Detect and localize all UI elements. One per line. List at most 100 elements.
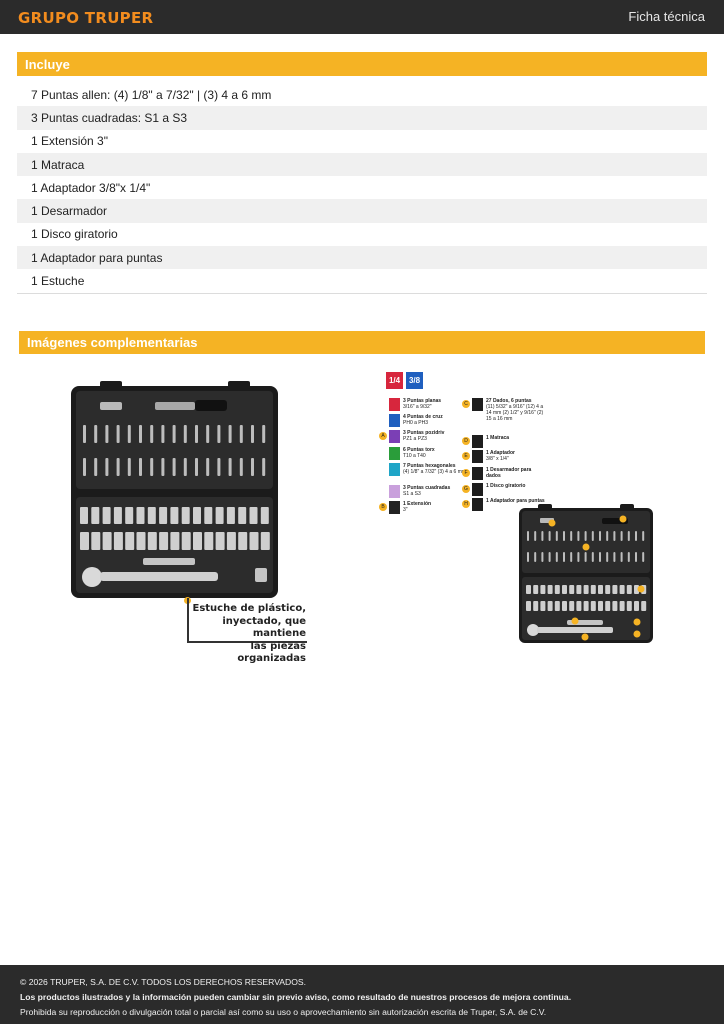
- tool-piece: [619, 585, 625, 594]
- tool-piece: [102, 532, 112, 550]
- tool-piece: [150, 425, 154, 443]
- incluye-item: 1 Matraca: [17, 152, 707, 177]
- document-type-label: Ficha técnica: [628, 9, 705, 24]
- tool-piece: [563, 552, 565, 562]
- tool-piece: [105, 425, 109, 443]
- tool-piece: [641, 601, 647, 611]
- footer-copyright: © 2026 TRUPER, S.A. DE C.V. TODOS LOS DE…: [20, 977, 307, 987]
- legend-title: 3 Puntas planas: [403, 398, 442, 404]
- tool-piece: [547, 601, 553, 611]
- tool-piece: [161, 458, 165, 476]
- brand-logo[interactable]: GRUPO TRUPER: [18, 9, 154, 27]
- tool-piece: [634, 585, 639, 594]
- legend-title: 3 Puntas cuadradas: [403, 485, 451, 491]
- incluye-item: 3 Puntas cuadradas: S1 a S3: [17, 106, 707, 130]
- callout-line-1: Estuche de plástico,: [192, 603, 306, 614]
- tool-piece: [576, 585, 582, 594]
- tool-piece: [127, 425, 131, 443]
- legend-title: 7 Puntas hexagonales: [403, 463, 456, 469]
- tool-piece: [238, 532, 248, 550]
- tool-piece: [83, 458, 86, 476]
- tool-icon: [472, 467, 483, 480]
- tool-piece: [147, 507, 156, 524]
- tool-piece: [260, 507, 269, 524]
- tool-piece: [228, 458, 232, 476]
- legend-title: 1 Extensión: [403, 501, 432, 507]
- tool-piece: [599, 552, 601, 562]
- tool-piece: [635, 552, 637, 562]
- tool-piece: [612, 601, 618, 611]
- tool-piece: [583, 585, 589, 594]
- tool-piece: [228, 425, 232, 443]
- list-divider: [17, 292, 707, 294]
- legend-title: 1 Disco giratorio: [486, 483, 526, 489]
- legend-title: 1 Adaptador: [486, 450, 515, 456]
- legend-marker: A: [379, 432, 387, 440]
- tool-piece: [193, 532, 202, 550]
- incluye-item: 1 Desarmador: [17, 199, 707, 223]
- tool-piece: [172, 458, 176, 476]
- tool-piece: [80, 507, 88, 524]
- tool-piece: [251, 458, 254, 476]
- tool-piece: [262, 458, 266, 476]
- tool-piece: [626, 601, 632, 611]
- tool-piece: [555, 552, 558, 562]
- legend-title: 1 Adaptador para puntas: [486, 498, 545, 504]
- top-header-bar: GRUPO TRUPER Ficha técnica: [0, 0, 724, 34]
- tool-piece: [584, 552, 587, 562]
- incluye-section-header: Incluye: [17, 52, 707, 76]
- bit-type-icon: [389, 430, 400, 443]
- tool-piece: [195, 425, 198, 443]
- tool-piece: [127, 458, 131, 476]
- tool-piece: [613, 552, 616, 562]
- tool-piece: [159, 532, 169, 550]
- tool-piece: [548, 531, 551, 541]
- tool-piece: [105, 458, 109, 476]
- tool-piece: [626, 585, 632, 594]
- legend-marker: C: [462, 400, 470, 408]
- tool-piece: [620, 531, 623, 541]
- tool-piece: [591, 531, 594, 541]
- tool-piece: [642, 552, 645, 562]
- legend-detail: 3/8" x 1/4": [486, 456, 509, 462]
- tool-piece: [94, 458, 98, 476]
- tool-piece: [226, 532, 236, 550]
- tool-piece: [563, 531, 565, 541]
- callout-underline: [187, 641, 307, 643]
- bit-type-icon: [389, 501, 400, 514]
- legend-detail: (4) 1/8" a 7/32" (3) 4 a 6 mm: [403, 469, 467, 475]
- tool-piece: [533, 585, 539, 594]
- tool-piece: [125, 532, 135, 550]
- legend-detail: T10 a T40: [403, 453, 426, 459]
- tool-piece: [239, 458, 243, 476]
- tool-piece: [215, 532, 225, 550]
- tool-piece: [113, 507, 122, 524]
- page-footer: © 2026 TRUPER, S.A. DE C.V. TODOS LOS DE…: [0, 965, 724, 1024]
- tool-piece: [541, 531, 544, 541]
- tool-piece: [591, 552, 594, 562]
- tool-piece: [161, 425, 165, 443]
- legend-text: 1 Matraca: [486, 435, 509, 441]
- tool-piece: [170, 507, 179, 524]
- legend-text: 7 Puntas hexagonales(4) 1/8" a 7/32" (3)…: [403, 463, 466, 475]
- bit-type-icon: [389, 447, 400, 460]
- legend-marker: G: [462, 485, 470, 493]
- legend-title: 4 Puntas de cruz: [403, 414, 443, 420]
- footer-disclaimer: Los productos ilustrados y la informació…: [20, 992, 572, 1002]
- callout-line: [187, 598, 189, 642]
- tool-piece: [262, 425, 266, 443]
- tool-piece: [635, 531, 637, 541]
- tool-piece: [533, 601, 539, 611]
- tool-piece: [139, 458, 142, 476]
- tool-piece: [94, 425, 98, 443]
- tool-piece: [217, 458, 221, 476]
- incluye-item: 7 Puntas allen: (4) 1/8" a 7/32" | (3) 4…: [31, 87, 272, 102]
- legend-title: 27 Dados, 6 puntas: [486, 398, 532, 404]
